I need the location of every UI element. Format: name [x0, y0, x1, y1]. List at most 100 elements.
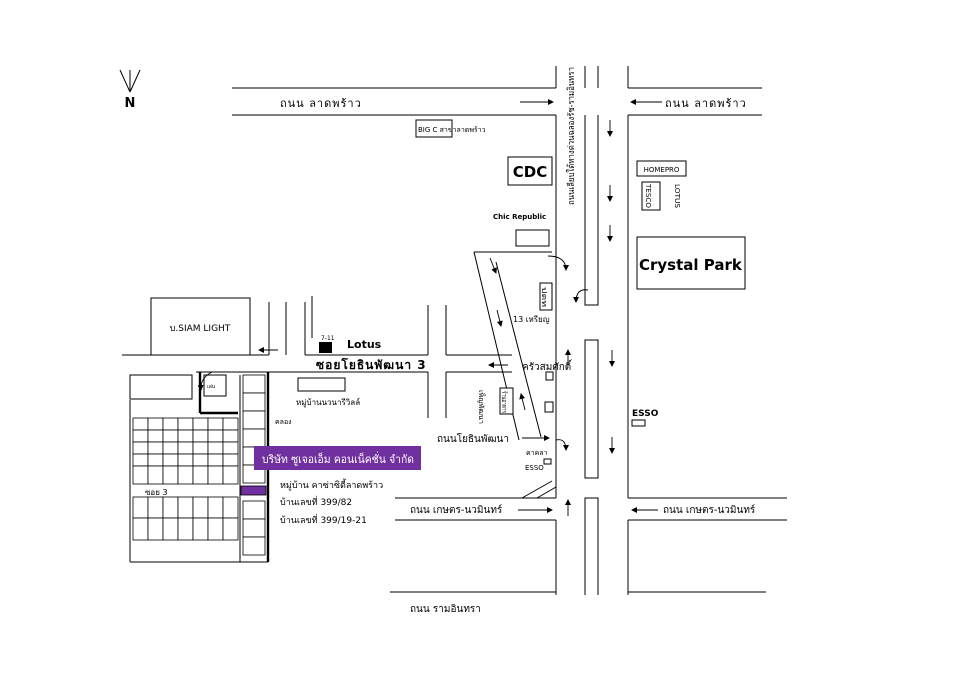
house-unit — [132, 517, 149, 541]
small-shop-box — [203, 374, 227, 397]
canal-label: คลอง — [275, 418, 292, 426]
house-unit — [222, 496, 239, 519]
road-label-kaset-nawamin-east: ถนน เกษตร-นวมินทร์ — [663, 504, 756, 516]
company-unit-highlight — [162, 465, 179, 485]
tesco-box — [641, 181, 661, 211]
house-unit — [147, 429, 164, 443]
house-unit — [207, 429, 224, 443]
house-unit — [147, 496, 164, 519]
landmark-big-c: BIG C สาขาลาดพร้าว — [418, 126, 486, 134]
house-unit — [242, 428, 266, 448]
house-unit — [207, 441, 224, 455]
landmark-siam-light: บ.SIAM LIGHT — [170, 324, 231, 334]
landmark-crystal-park: Crystal Park — [639, 256, 743, 274]
house-unit — [192, 417, 209, 431]
landmark-boxes — [129, 119, 746, 465]
chic-republic-box — [515, 229, 550, 247]
landmark-kakla: คาคลา — [526, 449, 548, 457]
house-unit — [177, 417, 194, 431]
road-kaset-ramp — [536, 486, 557, 499]
median-strip — [584, 339, 599, 479]
north-arrow-stroke — [129, 69, 141, 93]
house-unit — [132, 465, 149, 485]
landmark-esso-south: ESSO — [525, 464, 544, 472]
landmark-cdc: CDC — [513, 163, 547, 181]
road-label-ram-intra: ถนน รามอินทรา — [410, 604, 481, 615]
house-unit — [147, 465, 164, 485]
house-unit — [192, 517, 209, 541]
landmark-ptt: ปตท — [540, 287, 548, 308]
company-unit-highlight — [240, 485, 267, 496]
house-unit — [132, 441, 149, 455]
road-label-yothin-pattana: ถนนโยธินพัฒนา — [437, 432, 509, 445]
house-unit — [162, 429, 179, 443]
house-unit — [222, 465, 239, 485]
road-label-soi-3: ซอย 3 — [145, 488, 168, 497]
cdc-box — [507, 156, 553, 186]
house-unit — [242, 518, 266, 538]
house-unit — [242, 374, 266, 394]
north-arrow-icon — [119, 69, 141, 93]
landmark-lotus-east: LOTUS — [673, 184, 681, 209]
house-unit — [132, 417, 149, 431]
big-c-box — [415, 119, 453, 138]
company-village: หมู่บ้าน คาซ่าซิตี้ลาดพร้าว — [280, 478, 383, 491]
traffic-arrows — [197, 99, 662, 516]
road-label-expressway-frontage: ถนนเลียบใต้ทางด่วนฉลองรัช-รามอินทรา — [566, 67, 577, 205]
road-label-soi-yothin-pattana-3: ซอยโยธินพัฒนา 3 — [316, 357, 427, 372]
company-label-box — [254, 446, 421, 470]
north-label: N — [125, 96, 136, 111]
crystal-park-box — [636, 236, 746, 290]
house-unit — [177, 429, 194, 443]
house-unit — [207, 453, 224, 467]
shop-box — [545, 371, 554, 381]
curved-arrow-icon — [573, 289, 589, 303]
landmark-esso-east: ESSO — [632, 409, 659, 419]
house-unit — [207, 465, 224, 485]
house-unit — [207, 496, 224, 519]
road-label-lat-phrao-west: ถนน ลาดพร้าว — [280, 97, 362, 110]
road-label-kaset-nawamin-west: ถนน เกษตร-นวมินทร์ — [410, 504, 503, 516]
company-address-2: บ้านเลขที่ 399/19-21 — [280, 513, 367, 526]
landmark-restaurant: ร้านอาหาร — [500, 391, 508, 413]
landmark-homepro: HOMEPRO — [644, 166, 680, 174]
house-unit — [242, 410, 266, 430]
median-strip — [584, 115, 599, 306]
arrow-icon — [519, 393, 526, 411]
house-unit — [147, 517, 164, 541]
landmark-pen-pattana: เพ็ญพัฒนา — [477, 390, 486, 424]
esso-east-marker — [631, 419, 646, 427]
house-unit — [222, 441, 239, 455]
house-unit — [242, 500, 266, 520]
nawanari-box — [297, 377, 346, 392]
homepro-box — [636, 160, 687, 177]
house-unit — [242, 536, 266, 556]
house-unit — [147, 441, 164, 455]
road-yothin-edge — [495, 261, 542, 438]
house-unit — [207, 417, 224, 431]
house-unit — [192, 496, 209, 519]
house-unit — [162, 517, 179, 541]
house-unit — [162, 441, 179, 455]
house-unit — [192, 441, 209, 455]
house-unit — [222, 517, 239, 541]
ptt-box — [539, 282, 553, 311]
house-unit — [132, 453, 149, 467]
median-strip — [584, 497, 599, 595]
company-name: บริษัท ซูเจอเอ็ม คอนเน็คชั่น จำกัด — [262, 451, 414, 466]
house-unit — [222, 429, 239, 443]
house-unit — [222, 453, 239, 467]
landmark-chic-republic: Chic Republic — [493, 213, 546, 221]
restaurant-box — [499, 387, 514, 415]
esso-south-marker — [543, 458, 552, 465]
house-unit — [192, 453, 209, 467]
landmark-nawanari-village: หมู่บ้านนวนารีวิลล์ — [296, 397, 360, 408]
house-unit — [162, 417, 179, 431]
company-unit-highlight — [192, 465, 209, 485]
house-unit — [222, 417, 239, 431]
curved-arrow-icon — [555, 439, 569, 451]
landmark-seven-eleven: 7-11 — [321, 335, 335, 342]
road-label-lat-phrao-east: ถนน ลาดพร้าว — [665, 97, 747, 110]
house-unit — [177, 441, 194, 455]
